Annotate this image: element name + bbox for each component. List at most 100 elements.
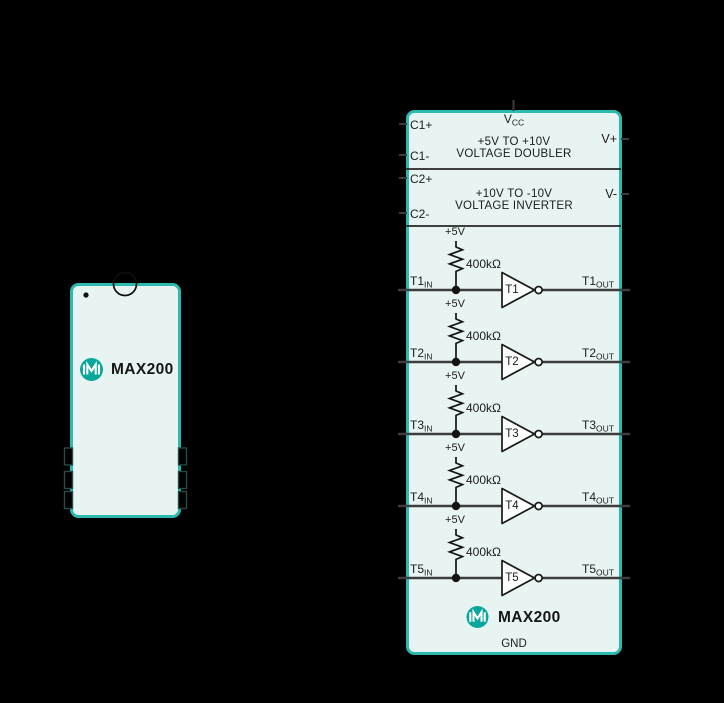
junction-dot <box>451 501 461 511</box>
inverter-bubble-icon <box>534 285 543 295</box>
input-pin-sub: IN <box>424 495 433 506</box>
transmitter-circuit <box>398 529 630 597</box>
input-pin-sub: IN <box>424 567 433 578</box>
pin-lead <box>63 470 74 490</box>
output-pin-sub: OUT <box>596 279 614 290</box>
output-pin-main: T1 <box>582 274 597 288</box>
pin-label-c1p: C1+ <box>410 118 433 132</box>
pin-label-vplus: V+ <box>601 132 617 146</box>
output-pin-sub: OUT <box>596 351 614 362</box>
junction-dot <box>451 573 461 583</box>
input-pin-label: T2IN <box>410 346 433 362</box>
output-pin-label: T1OUT <box>582 274 614 290</box>
dip-pin-leads <box>63 447 188 510</box>
resistor-value-label: 400kΩ <box>466 473 501 487</box>
transmitter-circuit <box>398 385 630 453</box>
pin-label-c1m: C1- <box>410 149 430 163</box>
pin-label-c2m: C2- <box>410 207 430 221</box>
supply-label: +5V <box>445 226 465 238</box>
output-pin-label: T5OUT <box>582 562 614 578</box>
vcc-sub: CC <box>511 117 525 128</box>
pin-lead <box>177 447 188 466</box>
pin-lead <box>177 470 188 490</box>
supply-label: +5V <box>445 442 465 454</box>
gate-label: T1 <box>505 284 519 296</box>
resistor-value-label: 400kΩ <box>466 545 501 559</box>
input-pin-label: T1IN <box>410 274 433 290</box>
maxim-logo-icon <box>80 358 103 381</box>
buffer-gate-icon <box>501 559 536 597</box>
input-pin-sub: IN <box>424 423 433 434</box>
pin1-indicator-dot <box>83 292 89 298</box>
pullup-resistor-icon <box>446 385 466 434</box>
output-pin-sub: OUT <box>596 495 614 506</box>
output-pin-label: T4OUT <box>582 490 614 506</box>
output-pin-main: T4 <box>582 490 597 504</box>
supply-label: +5V <box>445 514 465 526</box>
gate-label: T2 <box>505 356 519 368</box>
resistor-value-label: 400kΩ <box>466 257 501 271</box>
functional-diagram-body <box>406 110 622 655</box>
output-pin-main: T5 <box>582 562 597 576</box>
output-pin-label: T3OUT <box>582 418 614 434</box>
resistor-value-label: 400kΩ <box>466 329 501 343</box>
input-pin-main: T1 <box>410 274 425 288</box>
input-pin-main: T4 <box>410 490 425 504</box>
gnd-pin-label: GND <box>501 638 527 650</box>
buffer-gate-icon <box>501 271 536 309</box>
pullup-resistor-icon <box>446 457 466 506</box>
buffer-gate-icon <box>501 343 536 381</box>
functional-diagram-brand: MAX200 <box>498 609 561 626</box>
pin-label-vminus: V- <box>605 187 617 201</box>
resistor-value-label: 400kΩ <box>466 401 501 415</box>
inverter-bubble-icon <box>534 357 543 367</box>
input-pin-main: T3 <box>410 418 425 432</box>
input-pin-sub: IN <box>424 351 433 362</box>
vcc-pin-label: VCC <box>407 112 621 128</box>
buffer-gate-icon <box>501 487 536 525</box>
dip-package-body <box>70 283 181 518</box>
transmitter-circuit <box>398 313 630 381</box>
input-pin-main: T5 <box>410 562 425 576</box>
buffer-gate-icon <box>501 415 536 453</box>
inverter-bubble-icon <box>534 501 543 511</box>
pin-lead <box>63 490 74 510</box>
pullup-resistor-icon <box>446 313 466 362</box>
junction-dot <box>451 357 461 367</box>
pin-lead <box>177 490 188 510</box>
gate-label: T4 <box>505 500 519 512</box>
supply-label: +5V <box>445 298 465 310</box>
pin-label-c2p: C2+ <box>410 172 433 186</box>
junction-dot <box>451 285 461 295</box>
output-pin-sub: OUT <box>596 423 614 434</box>
pin-stubs <box>399 100 629 214</box>
output-pin-label: T2OUT <box>582 346 614 362</box>
doubler-title-line2: VOLTAGE DOUBLER <box>456 148 572 160</box>
maxim-logo-icon <box>466 606 489 628</box>
pullup-resistor-icon <box>446 241 466 290</box>
output-pin-main: T2 <box>582 346 597 360</box>
inverter-title-line2: VOLTAGE INVERTER <box>455 200 573 212</box>
input-pin-label: T4IN <box>410 490 433 506</box>
vcc-main: V <box>503 112 512 126</box>
pullup-resistor-icon <box>446 529 466 578</box>
doubler-title-line1: +5V TO +10V <box>477 136 551 148</box>
transmitter-circuit <box>398 241 630 309</box>
input-pin-label: T5IN <box>410 562 433 578</box>
output-pin-sub: OUT <box>596 567 614 578</box>
junction-dot <box>451 429 461 439</box>
inverter-title-line1: +10V TO -10V <box>475 188 553 200</box>
output-pin-main: T3 <box>582 418 597 432</box>
gate-label: T5 <box>505 572 519 584</box>
pin-lead <box>63 447 74 466</box>
transmitter-circuit <box>398 457 630 525</box>
input-pin-sub: IN <box>424 279 433 290</box>
input-pin-main: T2 <box>410 346 425 360</box>
inverter-bubble-icon <box>534 429 543 439</box>
supply-label: +5V <box>445 370 465 382</box>
package-notch-icon <box>112 271 138 297</box>
left-chip-brand: MAX200 <box>111 361 174 378</box>
gate-label: T3 <box>505 428 519 440</box>
